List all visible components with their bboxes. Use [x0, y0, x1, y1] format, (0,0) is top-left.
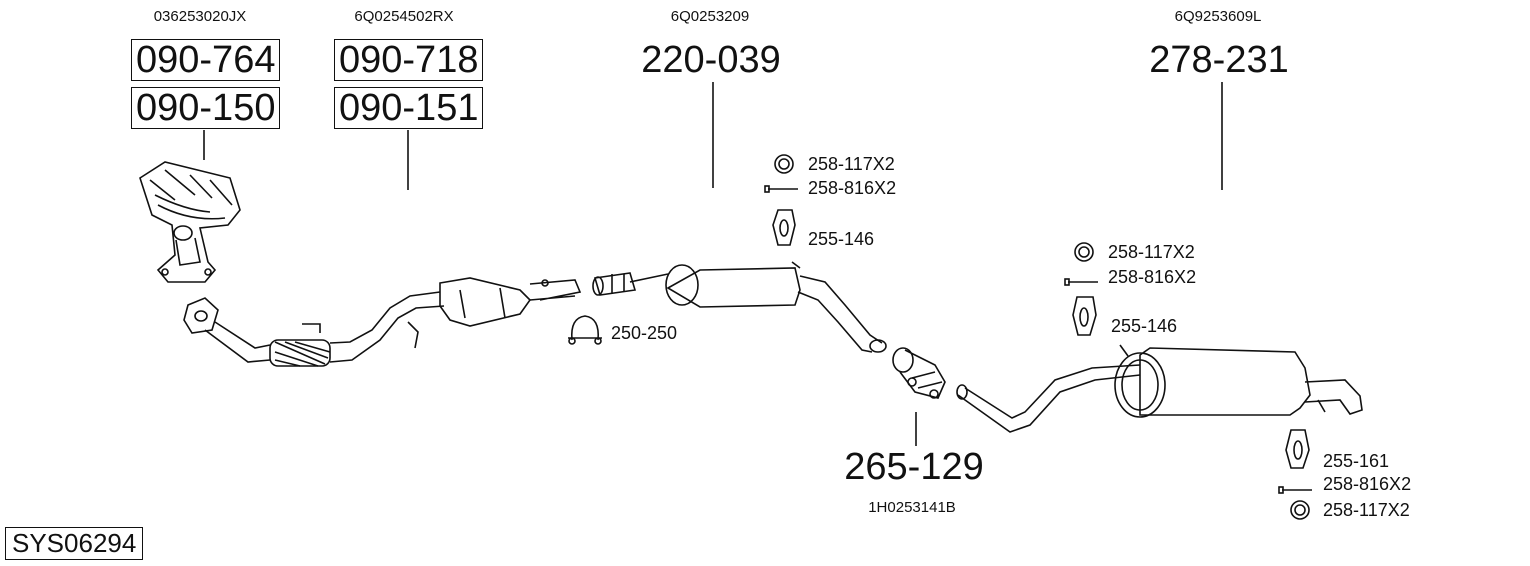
- accessory-rear-bolt[interactable]: 258-816X2: [1108, 267, 1197, 287]
- connector-icon[interactable]: [892, 347, 946, 399]
- system-code: SYS06294: [5, 527, 144, 560]
- oe-number-rear-silencer: 6Q9253609L: [1174, 8, 1262, 25]
- clamp-icon: [568, 315, 602, 345]
- oe-number-manifold: 036253020JX: [153, 8, 247, 25]
- accessory-tail-bolt[interactable]: 258-816X2: [1323, 474, 1412, 494]
- oe-number-middle-silencer: 6Q0253209: [670, 8, 750, 25]
- part-number-connector[interactable]: 265-129: [844, 446, 984, 488]
- ring-icon: [1074, 242, 1094, 262]
- part-number-manifold-top[interactable]: 090-764: [131, 39, 281, 81]
- accessory-mid-ring[interactable]: 258-117X2: [808, 154, 895, 174]
- accessory-clamp[interactable]: 250-250: [611, 323, 678, 343]
- bolt-icon: [1064, 278, 1098, 286]
- part-number-rear-silencer[interactable]: 278-231: [1149, 39, 1289, 81]
- oe-number-connector: 1H0253141B: [868, 499, 956, 516]
- front-pipe-icon[interactable]: [183, 277, 582, 367]
- hanger-icon: [1285, 429, 1310, 469]
- ring-icon: [774, 154, 794, 174]
- bolt-icon: [1278, 486, 1312, 494]
- accessory-mid-bolt[interactable]: 258-816X2: [808, 178, 897, 198]
- part-number-front-pipe-top[interactable]: 090-718: [334, 39, 484, 81]
- rear-silencer-icon[interactable]: [956, 344, 1363, 433]
- manifold-icon[interactable]: [139, 161, 241, 283]
- part-number-middle-silencer[interactable]: 220-039: [641, 39, 781, 81]
- part-number-manifold-bottom[interactable]: 090-150: [131, 87, 281, 129]
- leader-lines: [203, 82, 1223, 446]
- accessory-mid-hanger[interactable]: 255-146: [808, 229, 875, 249]
- middle-silencer-icon[interactable]: [592, 261, 887, 353]
- oe-number-front-pipe: 6Q0254502RX: [354, 8, 454, 25]
- hanger-icon: [772, 209, 796, 246]
- accessory-tail-hanger[interactable]: 255-161: [1323, 451, 1390, 471]
- accessory-rear-ring[interactable]: 258-117X2: [1108, 242, 1195, 262]
- bolt-icon: [764, 185, 798, 193]
- part-number-front-pipe-bottom[interactable]: 090-151: [334, 87, 484, 129]
- ring-icon: [1290, 500, 1310, 520]
- accessory-rear-hanger[interactable]: 255-146: [1111, 316, 1178, 336]
- accessory-tail-ring[interactable]: 258-117X2: [1323, 500, 1410, 520]
- hanger-icon: [1072, 296, 1097, 336]
